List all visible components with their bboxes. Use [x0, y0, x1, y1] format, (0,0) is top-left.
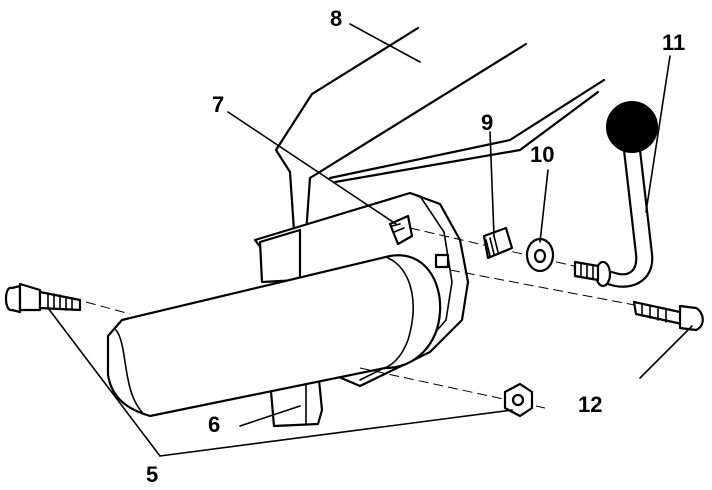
callout-6: 6 [208, 412, 220, 437]
callout-8: 8 [330, 6, 342, 31]
callout-12: 12 [578, 392, 602, 417]
handle-knob [606, 101, 658, 153]
plate-square-hole-upper [434, 253, 450, 269]
nut [503, 382, 534, 418]
leader-lines [47, 23, 693, 457]
callout-10: 10 [530, 142, 554, 167]
callout-5: 5 [146, 462, 158, 487]
roller [106, 254, 442, 418]
crank-handle [573, 101, 658, 288]
washer [525, 237, 555, 273]
hex-bolt [632, 300, 704, 332]
callout-9: 9 [481, 110, 493, 135]
wedge [482, 226, 514, 260]
carriage-bolt [4, 282, 82, 314]
callout-11: 11 [662, 30, 685, 55]
callout-7: 7 [212, 92, 224, 117]
